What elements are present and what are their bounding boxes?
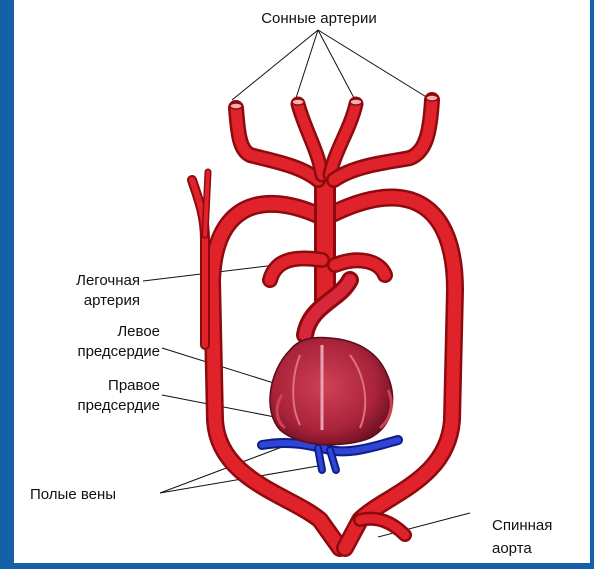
label-right-atrium-line2: предсердие <box>40 395 160 416</box>
label-vena-cava: Полые вены <box>30 484 116 505</box>
label-left-atrium-line2: предсердие <box>40 341 160 362</box>
label-carotid-arteries: Сонные артерии <box>246 8 392 29</box>
label-right-atrium-line1: Правое <box>40 375 160 396</box>
label-pulmonary-artery-line1: Легочная <box>40 270 140 291</box>
label-pulmonary-artery-line2: артерия <box>40 290 140 311</box>
label-left-atrium-line1: Левое <box>40 321 160 342</box>
carotid-openings <box>230 95 438 109</box>
label-dorsal-aorta-line1: Спинная <box>492 515 552 536</box>
label-dorsal-aorta-line2: аорта <box>492 538 532 559</box>
pointer-lines <box>143 30 470 537</box>
heart <box>270 338 393 445</box>
